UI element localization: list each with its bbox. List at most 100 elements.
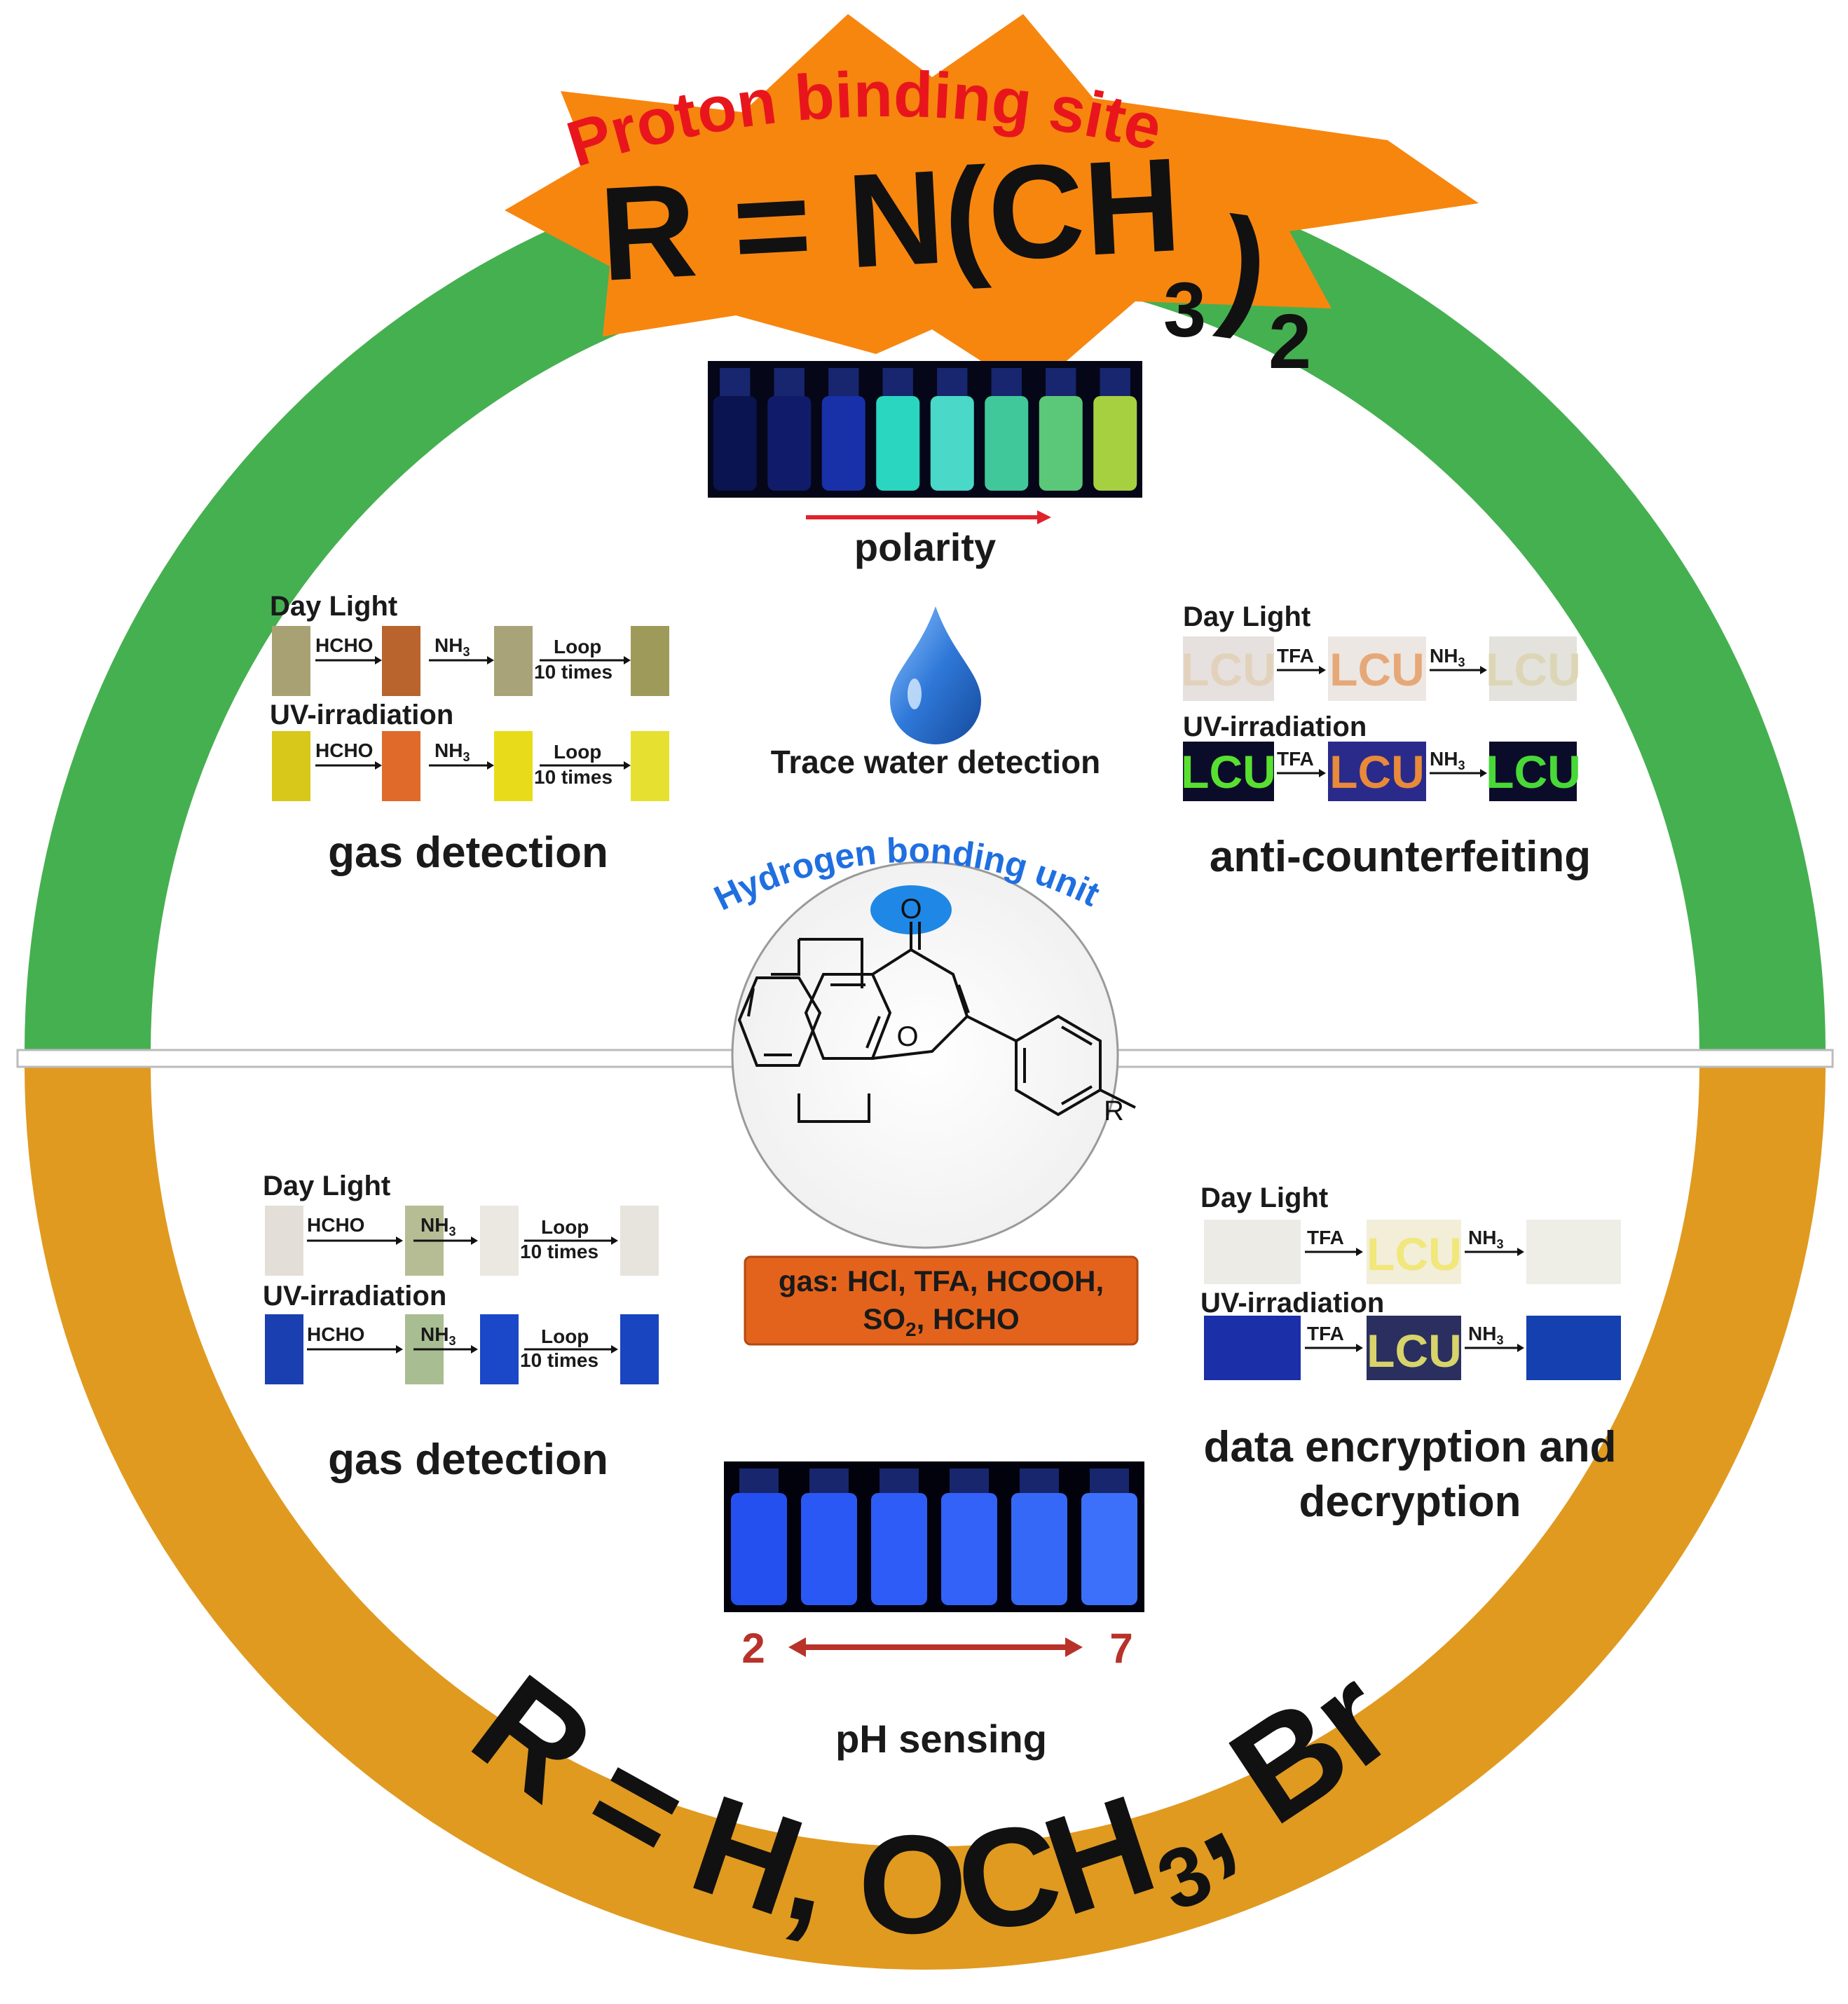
bottom-gas-hcho-1: HCHO	[307, 1214, 364, 1236]
swatch	[480, 1314, 519, 1384]
anti-card	[1489, 742, 1577, 801]
data-encryption-panel: Day Light LCU TFA NH3 UV-irradiation LCU…	[1200, 1182, 1621, 1526]
vial	[985, 396, 1029, 491]
top-gas-loop-2: Loop	[554, 741, 601, 763]
vial-cap	[774, 368, 805, 396]
data-card	[1367, 1316, 1461, 1380]
anti-lcu: LCU	[1181, 746, 1276, 798]
swatch	[631, 626, 669, 696]
top-formula-sub3: 3	[1163, 267, 1206, 353]
swatch	[382, 731, 420, 801]
data-card	[1526, 1220, 1621, 1284]
top-formula: R = N(CH	[596, 130, 1184, 309]
vial-cap	[991, 368, 1022, 396]
swatch	[494, 626, 533, 696]
anti-card	[1183, 636, 1274, 701]
swatch	[620, 1314, 659, 1384]
data-card	[1526, 1316, 1621, 1380]
burst-star	[505, 14, 1479, 393]
vial	[1011, 1493, 1067, 1605]
polarity-arrow-head	[1037, 510, 1051, 524]
bottom-gas-panel: Day Light HCHO NH3 Loop 10 times UV-irra…	[263, 1171, 659, 1484]
vial-cap	[950, 1468, 989, 1493]
bottom-gas-times-1: 10 times	[520, 1241, 598, 1262]
anti-card	[1489, 636, 1577, 701]
atom-o-ring: O	[896, 1021, 918, 1052]
ph-arrow-left	[788, 1637, 806, 1657]
top-gas-nh3-1: NH3	[434, 634, 470, 659]
vial	[801, 1493, 857, 1605]
top-gas-times-2: 10 times	[534, 766, 612, 788]
ph-arrow-right	[1065, 1637, 1083, 1657]
vial-cap	[1046, 368, 1076, 396]
vial-cap	[937, 368, 968, 396]
water-drop-highlight	[908, 679, 922, 709]
anti-lcu: LCU	[1181, 643, 1276, 695]
top-formula-sub2: 2	[1268, 299, 1311, 385]
gas-list-line1: gas: HCl, TFA, HCOOH,	[779, 1265, 1104, 1297]
swatch	[272, 626, 310, 696]
anti-lcu: LCU	[1486, 746, 1581, 798]
water-drop-icon	[890, 606, 981, 744]
vial	[713, 396, 757, 491]
data-daylight: Day Light	[1200, 1182, 1328, 1213]
vial	[941, 1493, 997, 1605]
bottom-formula: R = H, OCH3, Br	[446, 1639, 1420, 1964]
data-nh3-1: NH3	[1468, 1227, 1503, 1251]
data-lcu: LCU	[1367, 1325, 1462, 1377]
data-uv: UV-irradiation	[1200, 1288, 1384, 1318]
top-ring-band	[25, 147, 1826, 1051]
top-gas-times-1: 10 times	[534, 661, 612, 683]
anti-card	[1328, 636, 1426, 701]
vial	[871, 1493, 927, 1605]
swatch	[494, 731, 533, 801]
vial	[876, 396, 920, 491]
vial	[767, 396, 812, 491]
top-gas-loop-1: Loop	[554, 636, 601, 657]
swatch	[631, 731, 669, 801]
vial-cap	[739, 1468, 779, 1493]
vial-cap	[1090, 1468, 1129, 1493]
top-gas-uv: UV-irradiation	[270, 700, 453, 730]
molecule-structure	[737, 922, 1136, 1123]
anti-lcu: LCU	[1329, 746, 1425, 798]
anti-card	[1328, 742, 1426, 801]
swatch	[382, 626, 420, 696]
vial-cap	[828, 368, 859, 396]
anti-tfa-2: TFA	[1277, 748, 1314, 770]
carbonyl-highlight	[870, 885, 952, 934]
vial-cap	[1100, 368, 1130, 396]
bottom-ring-band	[25, 1065, 1826, 1970]
ph-high-label: 7	[1109, 1625, 1132, 1672]
anti-nh3-1: NH3	[1430, 645, 1465, 669]
anti-card	[1183, 742, 1274, 801]
top-gas-hcho-2: HCHO	[315, 739, 373, 761]
data-nh3-2: NH3	[1468, 1323, 1503, 1347]
top-gas-daylight: Day Light	[270, 591, 397, 622]
data-caption-line2: decryption	[1299, 1478, 1521, 1526]
bottom-gas-daylight: Day Light	[263, 1171, 390, 1201]
top-gas-hcho-1: HCHO	[315, 634, 373, 656]
data-card	[1204, 1316, 1301, 1380]
trace-water-label: Trace water detection	[771, 744, 1100, 780]
data-tfa-1: TFA	[1307, 1227, 1344, 1248]
vial	[1039, 396, 1083, 491]
vial-cap	[809, 1468, 849, 1493]
swatch	[480, 1206, 519, 1276]
vial	[930, 396, 974, 491]
vial-cap	[1020, 1468, 1059, 1493]
anti-uv: UV-irradiation	[1183, 711, 1367, 742]
swatch	[272, 731, 310, 801]
anti-daylight: Day Light	[1183, 601, 1310, 632]
data-tfa-2: TFA	[1307, 1323, 1344, 1344]
bottom-gas-hcho-2: HCHO	[307, 1323, 364, 1345]
ph-low-label: 2	[741, 1625, 765, 1672]
swatch	[265, 1206, 303, 1276]
data-card	[1204, 1220, 1301, 1284]
bottom-gas-times-2: 10 times	[520, 1349, 598, 1371]
top-gas-nh3-2: NH3	[434, 739, 470, 764]
anti-tfa-1: TFA	[1277, 645, 1314, 667]
vial	[821, 396, 865, 491]
vial-cap	[882, 368, 913, 396]
